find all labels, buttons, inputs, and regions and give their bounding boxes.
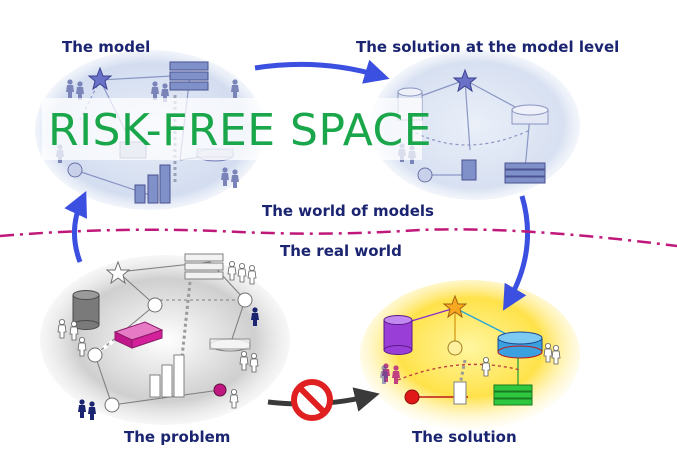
world-divider-line: [0, 228, 677, 248]
solution-cloud: [360, 280, 580, 430]
star-icon: [452, 68, 478, 93]
label-real-world: The real world: [280, 242, 402, 260]
server-stack-icon: [504, 162, 546, 184]
server-disk-icon: [497, 331, 543, 359]
banner-text: RISK-FREE SPACE: [48, 105, 432, 156]
bar-blocks-icon: [134, 164, 171, 204]
database-icon: [383, 315, 413, 355]
star-icon: [87, 66, 113, 91]
label-problem: The problem: [124, 428, 230, 446]
label-world-of-models: The world of models: [262, 202, 434, 220]
server-stack-icon: [169, 61, 209, 91]
label-solution-model: The solution at the model level: [356, 38, 619, 56]
problem-cloud: [40, 253, 290, 425]
magenta-block-icon: [113, 321, 164, 349]
arrow-icon: [64, 190, 87, 263]
star-icon: [442, 294, 468, 319]
server-stack-icon: [184, 253, 224, 280]
arrow-icon: [503, 195, 531, 311]
label-model: The model: [62, 38, 150, 56]
bar-blocks-icon: [149, 354, 185, 398]
forbidden-icon: [291, 379, 333, 421]
risk-free-banner: RISK-FREE SPACE: [42, 98, 432, 160]
database-icon: [72, 290, 100, 330]
star-icon: [105, 260, 131, 285]
arrow-icon: [254, 59, 390, 84]
solution-model-cloud: [370, 50, 580, 200]
label-solution: The solution: [412, 428, 517, 446]
server-stack-icon: [493, 384, 533, 406]
